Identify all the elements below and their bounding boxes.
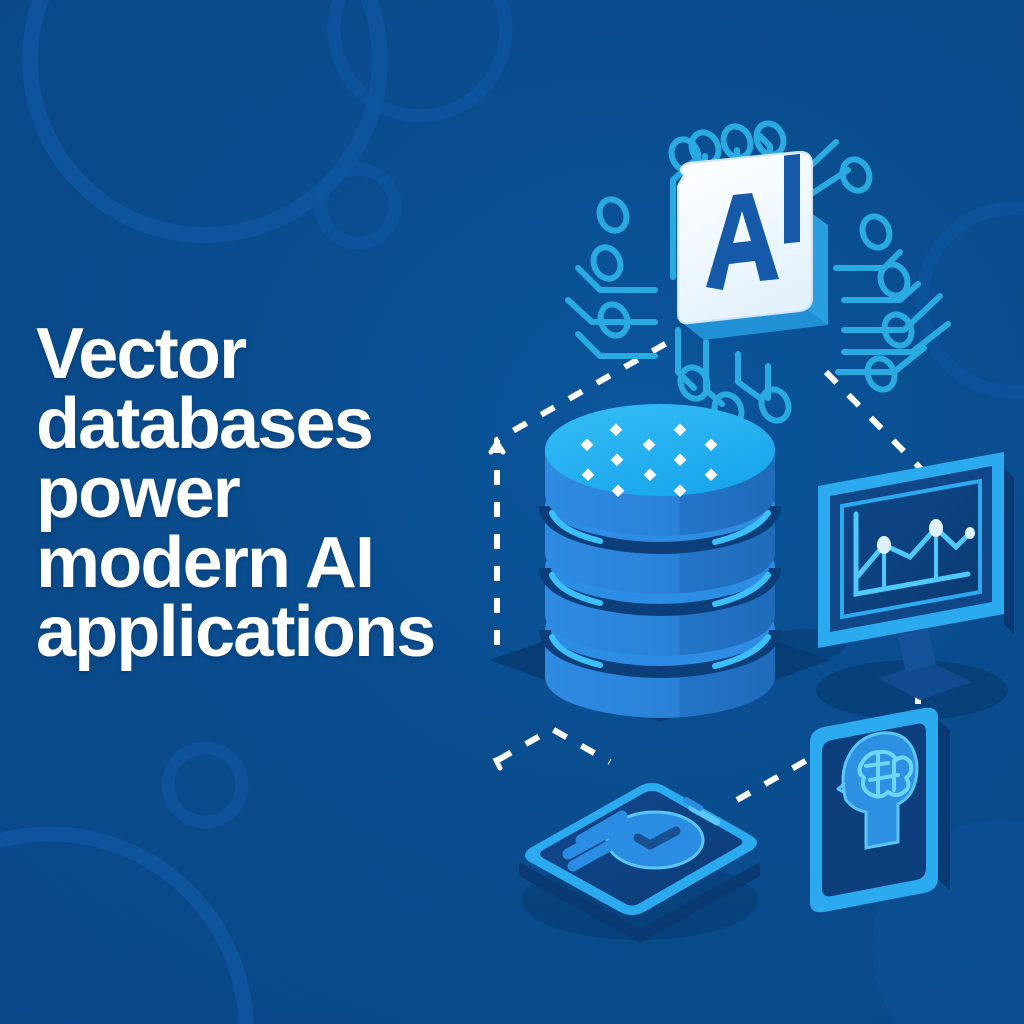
connector-arrow-heads — [488, 438, 507, 771]
neural-tablet-group[interactable] — [810, 707, 950, 913]
chart-axis — [853, 511, 971, 597]
bg-ring — [22, 0, 388, 243]
monitor-stand-neck — [898, 628, 936, 672]
bg-ring — [314, 162, 402, 250]
bg-ring — [327, 0, 513, 123]
phone-notch-line — [683, 797, 703, 811]
monitor-stand-base — [878, 662, 972, 700]
head-profile-outline — [841, 731, 919, 850]
tablet-side-edge — [936, 718, 950, 890]
phone-content-lines — [562, 810, 631, 872]
page-title: Vector databases power modern AI applica… — [36, 314, 436, 673]
phone-badge-ring — [605, 810, 705, 870]
head-nose — [836, 781, 846, 795]
arrow-left-phone — [492, 754, 507, 771]
chip-side-bottom — [676, 305, 828, 340]
bg-ring — [0, 826, 254, 1024]
monitor-chart-points — [877, 519, 975, 554]
monitor-screen-frame — [840, 478, 982, 620]
ai-chip-group[interactable] — [565, 119, 951, 429]
mobile-phone-group[interactable] — [519, 783, 760, 943]
monitor-back-edge — [1004, 468, 1014, 634]
bg-ring — [915, 201, 1024, 399]
connector-db-to-phone — [496, 725, 612, 765]
arrow-up-db — [488, 438, 506, 455]
connector-chip-to-monitor — [823, 369, 933, 481]
chip-trace-terminals — [590, 120, 915, 429]
bg-ring — [161, 741, 249, 829]
analytics-monitor-group[interactable] — [818, 452, 1014, 700]
db-top-surface — [545, 404, 775, 496]
phone-thickness — [519, 862, 760, 943]
db-layer-top — [545, 404, 775, 536]
check-icon — [633, 826, 681, 850]
chip-ai-label — [706, 153, 800, 290]
brain-icon — [857, 749, 914, 799]
monitor-screen — [842, 481, 980, 617]
vector-database-group[interactable] — [539, 404, 781, 718]
phone-speaker-line — [688, 804, 721, 826]
